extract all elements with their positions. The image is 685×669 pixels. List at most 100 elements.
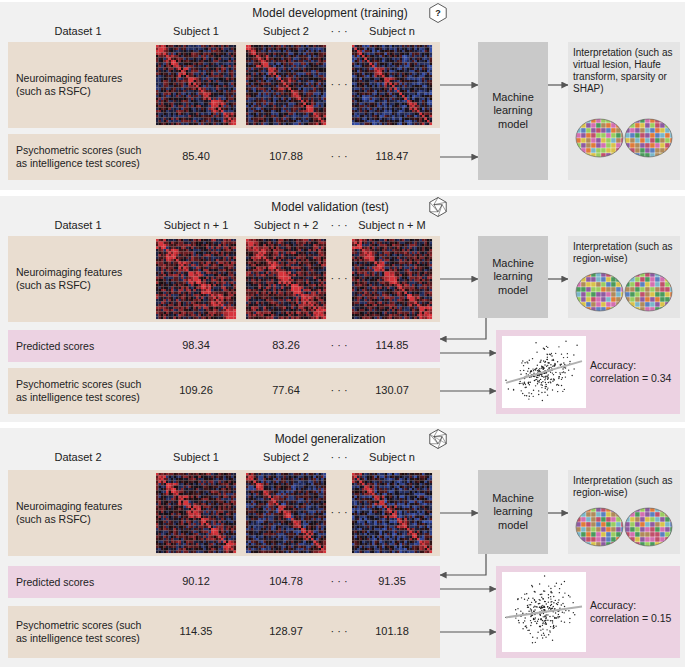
column-header: Subject 2 <box>263 25 309 38</box>
column-header: Subject n + M <box>358 219 426 232</box>
column-header: Subject 1 <box>173 451 219 464</box>
column-header: Subject 1 <box>173 25 219 38</box>
column-header: Subject n + 1 <box>164 219 229 232</box>
stage-icon <box>430 4 446 23</box>
score-value: · · · <box>330 384 347 397</box>
score-value: · · · <box>330 150 347 163</box>
score-band: Psychometric scores (such as intelligenc… <box>8 606 440 658</box>
prediction-band: Predicted scores 98.34 83.26 · · · 114.85 <box>8 330 440 362</box>
score-value: · · · <box>330 575 347 588</box>
flow-arrow <box>440 278 478 279</box>
score-value: 91.35 <box>378 575 406 588</box>
column-header: Dataset 1 <box>54 219 101 232</box>
flow-arrow <box>548 278 568 279</box>
connectivity-matrix <box>352 473 432 553</box>
stage-icon <box>430 430 446 449</box>
interpretation-box: Interpretation (such as virtual lesion, … <box>568 42 680 180</box>
panel-ground <box>0 196 685 422</box>
interpretation-box: Interpretation (such as region-wise) <box>568 236 680 318</box>
flow-arrow <box>548 84 568 85</box>
column-header: Dataset 1 <box>54 25 101 38</box>
connectivity-matrix <box>156 45 236 125</box>
icon-symbol: ? <box>435 8 441 19</box>
connectivity-matrix <box>246 239 326 319</box>
flow-arrow <box>440 318 486 339</box>
row-label: Psychometric scores (such as intelligenc… <box>16 144 150 169</box>
stage-panel: Model generalizationDataset 2Subject 1Su… <box>0 428 685 667</box>
score-value: 107.88 <box>269 150 303 163</box>
box-label: Machine learning model <box>481 91 545 131</box>
model-box: Machine learning model <box>478 236 548 318</box>
connectivity-matrix <box>156 473 236 553</box>
stage-panel: Model development (training) Dataset 1 Sub… <box>0 2 685 190</box>
row-label: Psychometric scores (such as intelligenc… <box>16 378 150 403</box>
column-header: Subject n + 2 <box>254 219 319 232</box>
accuracy-label: Accuracy: correlation = 0.15 <box>590 599 676 624</box>
stage-panel: Model validation (test) Dataset 1 Subject … <box>0 196 685 422</box>
row-label: Predicted scores <box>16 340 150 353</box>
accuracy-box: Accuracy: correlation = 0.15 <box>496 566 680 658</box>
panel-title: Model development (training) <box>252 6 407 20</box>
feature-band: Neuroimaging features (such as RSFC)· · … <box>8 236 440 322</box>
accuracy-box: Accuracy: correlation = 0.34 <box>496 330 680 414</box>
score-value: 77.64 <box>272 384 300 397</box>
score-value: 109.26 <box>179 384 213 397</box>
stage-icon <box>430 198 446 217</box>
connectivity-matrix <box>246 45 326 125</box>
connectivity-matrix <box>352 45 432 125</box>
scatter-plot <box>502 572 586 652</box>
score-value: 104.78 <box>269 575 303 588</box>
connectivity-matrix <box>352 239 432 319</box>
row-label: Psychometric scores (such as intelligenc… <box>16 619 150 644</box>
column-header: · · · <box>330 25 347 38</box>
score-value: 90.12 <box>182 575 210 588</box>
score-value: 101.18 <box>375 625 409 638</box>
column-header: Dataset 2 <box>54 451 101 464</box>
box-label: Interpretation (such as virtual lesion, … <box>573 47 675 95</box>
box-label: Machine learning model <box>481 257 545 297</box>
panel-title: Model validation (test) <box>271 200 388 214</box>
score-band: Psychometric scores (such as intelligenc… <box>8 134 440 180</box>
interpretation-box: Interpretation (such as region-wise) <box>568 470 680 554</box>
model-box: Machine learning model <box>478 42 548 180</box>
ellipsis: · · · <box>330 78 347 91</box>
model-box: Machine learning model <box>478 470 548 554</box>
brain-map <box>572 507 676 547</box>
scatter-plot <box>502 336 586 408</box>
score-value: 130.07 <box>375 384 409 397</box>
flow-arrow <box>440 631 496 632</box>
row-label: Neuroimaging features (such as RSFC) <box>16 72 150 97</box>
flow-arrow <box>440 512 478 513</box>
flow-arrow <box>440 156 478 157</box>
score-value: 85.40 <box>182 150 210 163</box>
score-value: 114.85 <box>376 339 409 352</box>
brain-map <box>572 118 676 158</box>
flow-arrow <box>548 512 568 513</box>
row-label: Neuroimaging features (such as RSFC) <box>16 500 150 525</box>
accuracy-label: Accuracy: correlation = 0.34 <box>590 359 676 384</box>
connectivity-matrix <box>156 239 236 319</box>
score-value: 98.34 <box>182 339 210 352</box>
flow-arrow <box>440 84 478 85</box>
score-value: 118.47 <box>376 150 409 163</box>
panel-ground <box>0 428 685 667</box>
prediction-band: Predicted scores 90.12 104.78 · · · 91.35 <box>8 566 440 598</box>
score-value: 83.26 <box>272 339 300 352</box>
score-value: 114.35 <box>180 625 213 638</box>
flow-arrow <box>440 554 486 575</box>
box-label: Interpretation (such as region-wise) <box>573 241 675 265</box>
score-value: 128.97 <box>269 625 303 638</box>
feature-band: Neuroimaging features (such as RSFC) · · … <box>8 42 440 128</box>
score-value: · · · <box>330 339 347 352</box>
flow-arrow <box>440 390 496 391</box>
flow-arrow <box>440 588 496 589</box>
flow-arrow <box>440 352 496 353</box>
score-band: Psychometric scores (such as intelligenc… <box>8 368 440 414</box>
feature-band: Neuroimaging features (such as RSFC)· · … <box>8 470 440 556</box>
row-label: Predicted scores <box>16 576 150 589</box>
box-label: Machine learning model <box>481 492 545 532</box>
column-header: · · · <box>330 451 347 464</box>
panel-title: Model generalization <box>275 432 386 446</box>
column-header: Subject n <box>369 25 415 38</box>
connectivity-matrix <box>246 473 326 553</box>
